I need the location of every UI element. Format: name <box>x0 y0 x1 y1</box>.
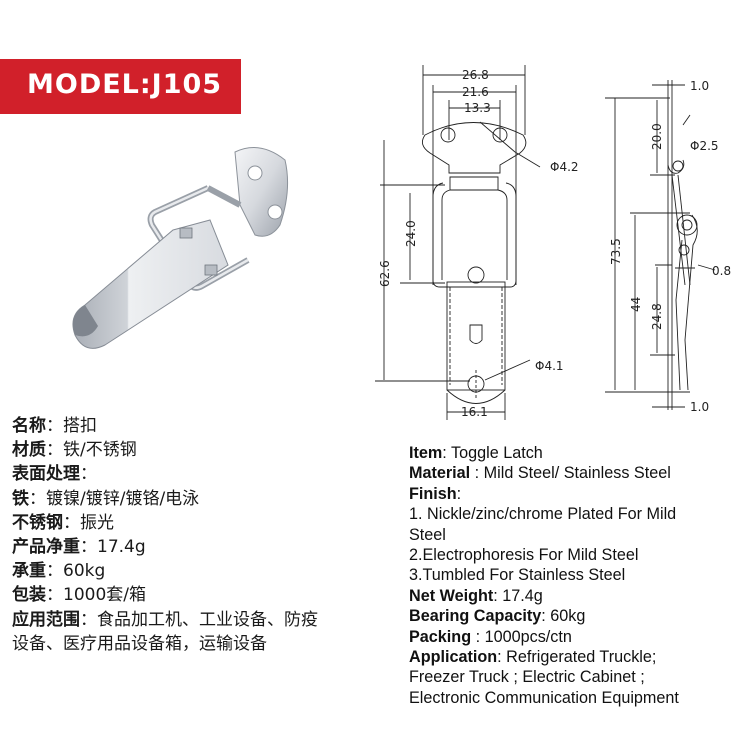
spec-label: 应用范围 <box>12 609 80 630</box>
dim-bottom-thickness: 1.0 <box>690 400 709 414</box>
side-view-drawing: 1.0 20.0 Φ2.5 73.5 0.8 44 24.8 1.0 <box>605 79 731 414</box>
dim-top-thickness: 1.0 <box>690 79 709 93</box>
spec-value: : 1000pcs/ctn <box>471 627 572 646</box>
en-spec-row: Packing : 1000pcs/ctn <box>409 627 749 647</box>
spec-value: 设备、医疗用品设备箱，运输设备 <box>12 633 267 654</box>
dim-lever-width: 16.1 <box>461 405 488 419</box>
spec-value: 3.Tumbled For Stainless Steel <box>409 566 626 585</box>
spec-value: : 17.4g <box>493 586 543 605</box>
spec-value: 食品加工机、工业设备、防疫 <box>97 609 318 630</box>
en-spec-row: Bearing Capacity: 60kg <box>409 606 749 626</box>
spec-label: Material <box>409 464 471 483</box>
cn-spec-row: 铁：镀镍/镀锌/镀铬/电泳 <box>12 487 407 511</box>
spec-label: 承重 <box>12 561 46 582</box>
spec-value: 镀镍/镀锌/镀铬/电泳 <box>46 488 200 509</box>
en-spec-row: 3.Tumbled For Stainless Steel <box>409 565 749 585</box>
spec-label: Application <box>409 648 498 667</box>
spec-label: 不锈钢 <box>12 512 63 533</box>
spec-value: 振光 <box>80 512 114 533</box>
spec-label: 名称 <box>12 416 46 436</box>
spec-value: Steel <box>409 525 446 544</box>
en-spec-row: Application: Refrigerated Truckle; <box>409 647 749 667</box>
en-spec-row: Freezer Truck ; Electric Cabinet ; <box>409 667 749 687</box>
dim-hole-dia-top: Φ4.2 <box>550 160 579 174</box>
spec-value: : 60kg <box>541 607 586 626</box>
spec-label: Item <box>409 444 443 462</box>
front-view-drawing: 26.8 21.6 13.3 Φ4.2 Φ4.1 16.1 24.0 62.6 <box>375 65 579 420</box>
english-spec-list: Item: Toggle Latch Material : Mild Steel… <box>409 443 749 708</box>
spec-label: 材质 <box>12 440 46 461</box>
spec-separator: ： <box>46 585 63 606</box>
cn-spec-row: 包装：1000套/箱 <box>12 583 407 607</box>
spec-value: 17.4g <box>97 537 146 558</box>
cn-spec-row: 应用范围：食品加工机、工业设备、防疫 <box>12 608 407 632</box>
dim-overall-width: 26.8 <box>462 68 489 82</box>
spec-value: 1000套/箱 <box>63 585 146 606</box>
dim-lever-thickness: 0.8 <box>712 264 731 278</box>
cn-spec-row: 表面处理： <box>12 462 407 486</box>
dim-inner-width: 21.6 <box>462 85 489 99</box>
model-banner: MODEL:J105 <box>0 59 241 114</box>
en-spec-row: 2.Electrophoresis For Mild Steel <box>409 545 749 565</box>
dim-overall-length: 73.5 <box>609 238 623 265</box>
en-spec-row: Finish: <box>409 484 749 504</box>
dim-hole-dia-bottom: Φ4.1 <box>535 359 564 373</box>
dim-hook-dia: Φ2.5 <box>690 139 719 153</box>
en-spec-row: Electronic Communication Equipment <box>409 688 749 708</box>
en-spec-row: Net Weight: 17.4g <box>409 586 749 606</box>
spec-separator: ： <box>29 488 46 509</box>
spec-value: : <box>456 484 462 503</box>
spec-separator: ： <box>46 440 63 461</box>
spec-value: Freezer Truck ; Electric Cabinet ; <box>409 668 645 687</box>
spec-label: 铁 <box>12 488 29 509</box>
spec-separator: ： <box>46 561 63 582</box>
spec-label: Packing <box>409 627 472 646</box>
dim-loop-height: 24.0 <box>404 220 418 247</box>
cn-spec-row: 名称：搭扣 <box>12 414 407 438</box>
cn-spec-row: 不锈钢：振光 <box>12 511 407 535</box>
spec-value: : Mild Steel/ Stainless Steel <box>470 464 671 483</box>
spec-label: 包装 <box>12 585 46 606</box>
cn-spec-row: 设备、医疗用品设备箱，运输设备 <box>12 632 407 656</box>
dim-total-height: 62.6 <box>378 260 392 287</box>
cn-spec-row: 材质：铁/不锈钢 <box>12 438 407 462</box>
spec-value: Electronic Communication Equipment <box>409 688 679 707</box>
dim-hook-height: 20.0 <box>650 123 664 150</box>
product-photo <box>72 147 289 349</box>
en-spec-row: 1. Nickle/zinc/chrome Plated For Mild <box>409 504 749 524</box>
spec-separator: ： <box>80 537 97 558</box>
spec-value: : Toggle Latch <box>442 444 543 462</box>
model-label: MODEL:J105 <box>27 69 223 100</box>
spec-separator: ： <box>80 464 97 485</box>
spec-label: Bearing Capacity <box>409 607 542 626</box>
dim-hole-spacing: 13.3 <box>464 101 491 115</box>
chinese-spec-list: 名称：搭扣 材质：铁/不锈钢 表面处理： 铁：镀镍/镀锌/镀铬/电泳 不锈钢：振… <box>12 414 407 656</box>
dim-lever-length: 44 <box>629 297 643 312</box>
spec-value: 1. Nickle/zinc/chrome Plated For Mild <box>409 505 677 524</box>
cn-spec-row: 产品净重：17.4g <box>12 535 407 559</box>
spec-value: 2.Electrophoresis For Mild Steel <box>409 546 639 565</box>
spec-value: 60kg <box>63 561 106 582</box>
spec-separator: ： <box>63 512 80 533</box>
spec-value: : Refrigerated Truckle; <box>497 648 657 667</box>
en-spec-row: Item: Toggle Latch <box>409 443 749 463</box>
spec-label: Net Weight <box>409 586 494 605</box>
spec-separator: ： <box>46 416 63 436</box>
spec-value: 搭扣 <box>63 416 97 436</box>
spec-value: 铁/不锈钢 <box>63 440 137 461</box>
spec-label: 产品净重 <box>12 537 80 558</box>
spec-label: Finish <box>409 484 457 503</box>
spec-label: 表面处理 <box>12 464 80 485</box>
spec-separator: ： <box>80 609 97 630</box>
dim-lower-section: 24.8 <box>650 303 664 330</box>
cn-spec-row: 承重：60kg <box>12 559 407 583</box>
en-spec-row: Material : Mild Steel/ Stainless Steel <box>409 463 749 483</box>
en-spec-row: Steel <box>409 525 749 545</box>
